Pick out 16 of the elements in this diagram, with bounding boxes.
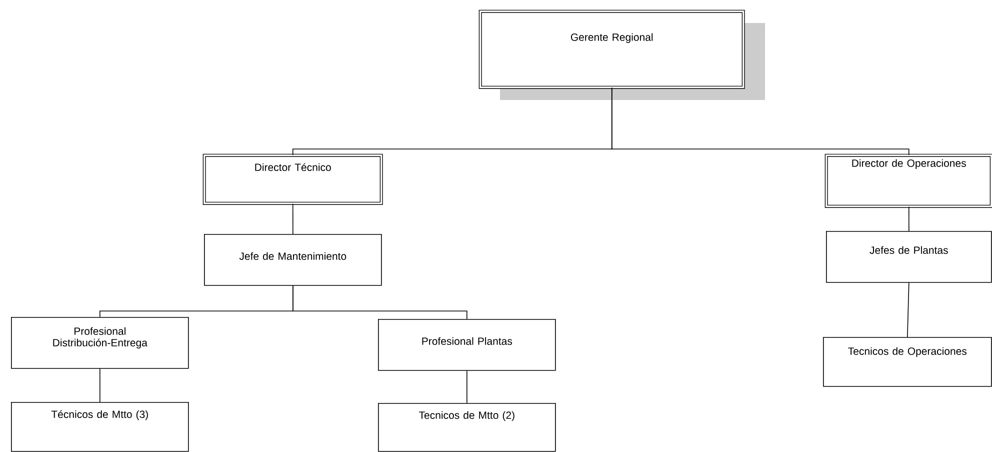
connector-line [611,87,910,156]
org-box: Tecnicos de Operaciones [823,337,992,387]
org-box: Gerente Regional [478,10,745,89]
connector-line [292,203,294,234]
connector-line [907,282,910,338]
org-box: Director Técnico [202,154,383,205]
org-box: Jefe de Mantenimiento [204,234,382,286]
org-box: Profesional Plantas [378,319,556,371]
org-box: Director de Operaciones [824,154,992,208]
org-box: Tecnicos de Mtto (2) [378,403,556,452]
connector-line [466,370,468,404]
org-box: Técnicos de Mtto (3) [11,402,189,452]
org-box: Profesional Distribución-Entrega [11,317,189,369]
connector-line [908,206,910,232]
org-box: Jefes de Plantas [826,231,992,283]
connector-line [292,285,468,320]
